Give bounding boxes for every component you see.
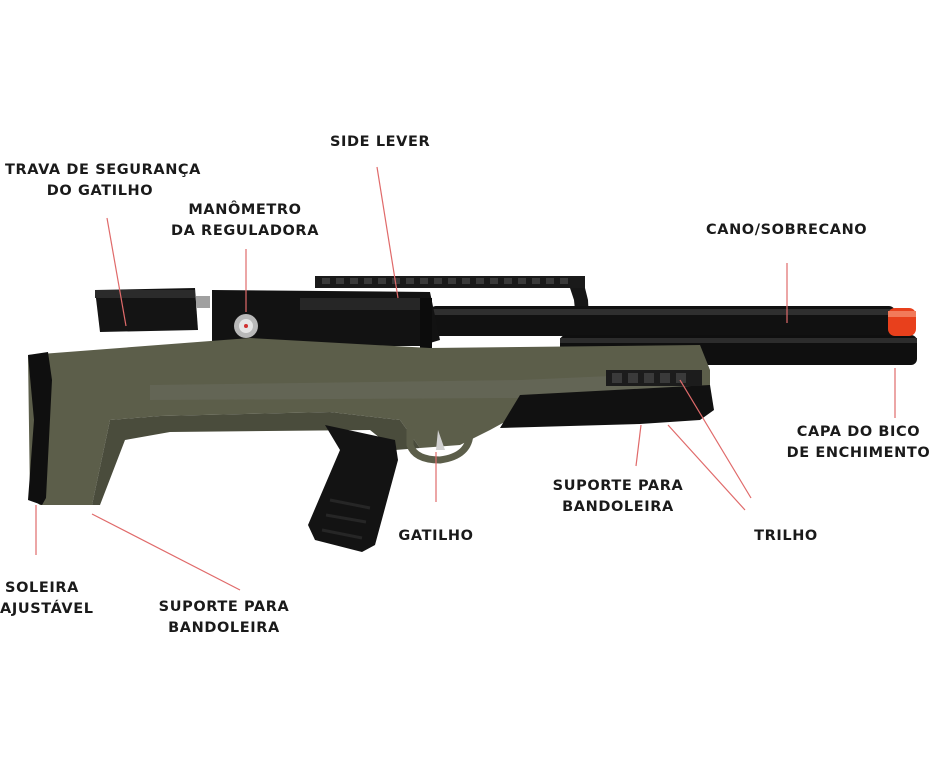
label-cano: CANO/SOBRECANO	[706, 222, 868, 238]
muzzle-cap-icon	[888, 308, 916, 336]
trigger-guard	[406, 419, 474, 464]
forend-rail	[500, 370, 714, 428]
butt-pad	[28, 352, 52, 505]
label-side-lever: SIDE LEVER	[330, 134, 431, 150]
pistol-grip	[308, 425, 398, 552]
label-gatilho: GATILHO	[398, 528, 474, 544]
leader-lines	[35, 166, 896, 591]
label-trilho: TRILHO	[754, 528, 818, 544]
